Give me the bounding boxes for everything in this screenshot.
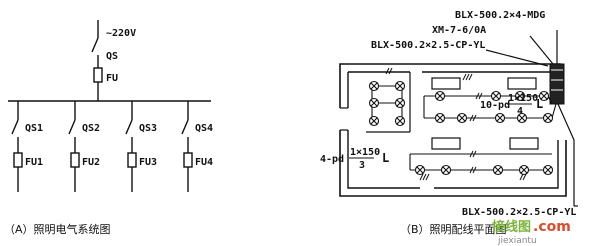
fluorescent-fixture <box>507 77 537 90</box>
branch-switch-3-symbol <box>125 119 133 135</box>
branch-switch-1-label: QS1 <box>25 123 43 134</box>
lamp-icon <box>516 112 528 124</box>
watermark-domain: .com <box>533 219 571 235</box>
label-10pd-denominator: 4 <box>517 106 523 117</box>
wall-outer <box>339 63 567 197</box>
label-4pd-denominator: 3 <box>359 160 365 171</box>
system-diagram-a <box>8 20 211 192</box>
lamp-icon <box>394 97 406 109</box>
label-L2: L <box>382 151 389 165</box>
branch-fuse-4-label: FU4 <box>195 157 213 168</box>
caption-a: （A）照明电气系统图 <box>4 222 111 236</box>
lamp-icon <box>538 90 550 102</box>
branch-switch-2-symbol <box>68 119 76 135</box>
label-cp-top: BLX-500.2×2.5-CP-YL <box>371 40 485 51</box>
branch-fuse-1-label: FU1 <box>25 157 43 168</box>
main-fuse-symbol <box>93 67 103 83</box>
watermark-pinyin: jiexiantu <box>497 236 537 246</box>
branch-fuse-4-symbol <box>183 152 193 168</box>
lamp-icon <box>542 164 554 176</box>
label-cp-bottom: BLX-500.2×2.5-CP-YL <box>462 207 576 218</box>
lamp-icon <box>394 80 406 92</box>
wall-inner <box>347 71 559 189</box>
branch-switch-2-label: QS2 <box>82 123 100 134</box>
lamp-icon <box>456 112 468 124</box>
branch-fuse-1-symbol <box>13 152 23 168</box>
lamp-icon <box>434 90 446 102</box>
lamp-icon <box>394 115 406 127</box>
lamp-fixtures <box>368 80 554 176</box>
main-switch-symbol <box>91 37 99 53</box>
lamp-icon <box>434 112 446 124</box>
branch-fuse-3-symbol <box>127 152 137 168</box>
lamp-icon <box>492 164 504 176</box>
fluorescent-fixture <box>431 77 461 90</box>
system-diagram-a-labels: ~220V QS FU QS1 FU1 QS2 FU2 QS3 FU3 QS4 … <box>4 28 213 236</box>
label-mdg: BLX-500.2×4-MDG <box>455 10 545 21</box>
label-L1: L <box>536 97 543 111</box>
label-xm: XM-7-6/0A <box>432 25 486 36</box>
lamp-icon <box>368 115 380 127</box>
lamp-icon <box>414 164 426 176</box>
branch-fuse-2-symbol <box>70 152 80 168</box>
watermark: 接线图 .com jiexiantu <box>492 219 571 246</box>
lamp-icon <box>542 112 554 124</box>
floor-plan-b <box>339 30 578 207</box>
watermark-text: 接线图 <box>492 219 531 235</box>
label-4pd-numerator: 1×150 <box>350 147 380 158</box>
lamp-icon <box>494 112 506 124</box>
branch-fuse-2-label: FU2 <box>82 157 100 168</box>
supply-voltage-label: ~220V <box>106 28 136 39</box>
label-4pd: 4-pd <box>320 154 344 165</box>
lamp-icon <box>514 90 526 102</box>
branch-switch-3-label: QS3 <box>139 123 157 134</box>
lamp-icon <box>518 164 530 176</box>
fluorescent-fixture <box>431 137 461 150</box>
fluorescent-fixture <box>509 137 539 150</box>
branch-switch-1-symbol <box>11 119 19 135</box>
main-fuse-label: FU <box>106 73 118 84</box>
lamp-icon <box>440 164 452 176</box>
lamp-icon <box>368 97 380 109</box>
lamp-icon <box>490 90 502 102</box>
floor-plan-b-labels: BLX-500.2×4-MDG XM-7-6/0A BLX-500.2×2.5-… <box>320 10 576 236</box>
branch-switch-4-symbol <box>181 119 189 135</box>
lamp-icon <box>368 80 380 92</box>
main-switch-label: QS <box>106 51 118 62</box>
label-10pd-numerator: 1×150 <box>508 93 538 104</box>
branch-fuse-3-label: FU3 <box>139 157 157 168</box>
branch-switch-4-label: QS4 <box>195 123 213 134</box>
label-10pd: 10-pd <box>480 100 510 111</box>
caption-b: （B）照明配线平面图 <box>400 222 507 236</box>
